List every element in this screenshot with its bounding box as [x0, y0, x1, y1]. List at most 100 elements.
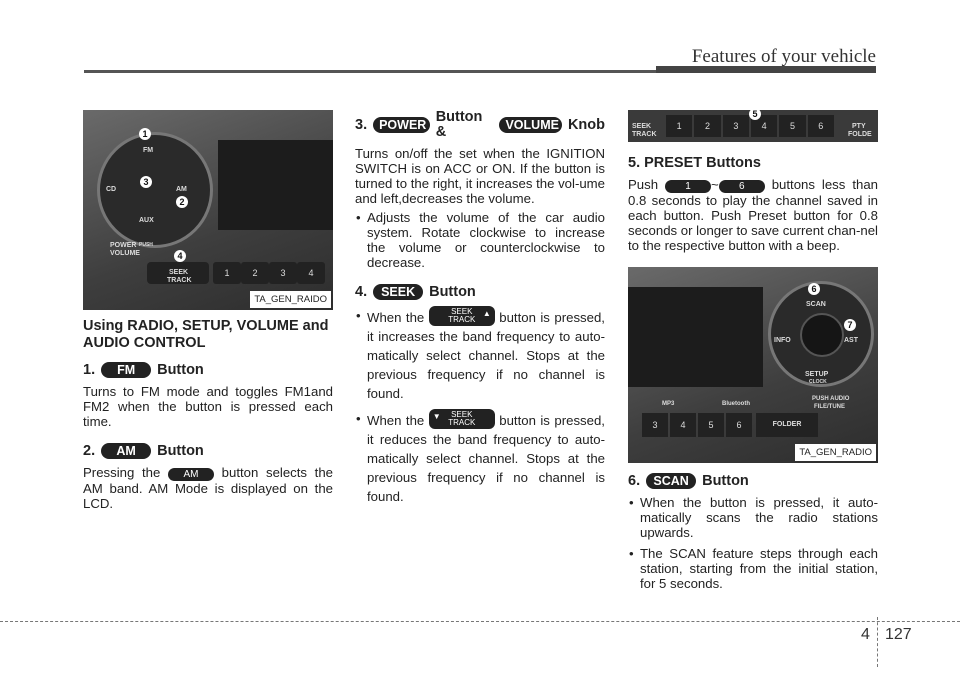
fm-heading-suffix: Button	[157, 361, 204, 378]
section-number: 4	[861, 626, 870, 643]
seek-up-line1: SEEK	[451, 307, 473, 316]
seek-up-line2: TRACK	[448, 315, 476, 324]
scan-badge: SCAN	[646, 473, 697, 489]
strip-presets: 1 2 3 4 5 6	[666, 115, 834, 137]
header-title: Features of your vehicle	[691, 46, 876, 67]
seek-down-line2: TRACK	[448, 418, 476, 427]
fm-label: FM	[143, 147, 154, 154]
preset-6-button: 6	[726, 413, 752, 437]
seek-heading: 4. SEEK Button	[355, 284, 605, 300]
seek-down-part-b: button is pressed, it reduces the band f…	[367, 413, 605, 504]
volume-label: VOLUME	[110, 250, 140, 257]
am-button-heading: 2. AM Button	[83, 443, 333, 459]
callout-1: 1	[139, 128, 151, 140]
scan-heading: 6. SCAN Button	[628, 473, 878, 489]
power-volume-heading: 3. POWER Button & VOLUME Knob	[355, 110, 605, 140]
preset-3-button: 3	[642, 413, 668, 437]
strip-preset-4: 4	[750, 115, 778, 137]
callout-6: 6	[808, 283, 820, 295]
strip-folder-label: FOLDE	[848, 131, 872, 138]
preset-desc-part-b: buttons less than 0.8 seconds to play th…	[628, 177, 878, 253]
callout-7: 7	[844, 319, 856, 331]
fm-button-heading: 1. FM Button	[83, 362, 333, 378]
scan-bullet-2: The SCAN feature steps through each stat…	[629, 546, 878, 591]
radio-photo-2: SCAN INFO AST SETUP CLOCK PUSH AUDIO FIL…	[628, 267, 878, 463]
preset-desc-part-a: Push	[628, 177, 659, 192]
seek-badge: SEEK	[373, 284, 424, 300]
volume-badge: VOLUME	[499, 117, 562, 133]
preset-5-button: 5	[698, 413, 724, 437]
chevron-up-icon: ▲	[482, 309, 491, 318]
control-dial	[97, 132, 213, 248]
preset-strip-photo: SEEK TRACK 1 2 3 4 5 6 PTY FOLDE 5	[628, 110, 878, 142]
preset-4-button: 4	[297, 262, 325, 284]
preset-1-button: 1	[213, 262, 241, 284]
strip-track-label: TRACK	[632, 131, 657, 138]
scan-bullets: When the button is pressed, it auto-mati…	[628, 495, 878, 591]
filetune-label: FILE/TUNE	[814, 404, 845, 410]
am-desc-part-b: button selects the AM band. AM Mode is d…	[83, 465, 334, 511]
seek-heading-number: 4.	[355, 283, 368, 300]
figure-caption-1: TA_GEN_RAIDO	[250, 291, 331, 308]
am-heading-suffix: Button	[157, 442, 204, 459]
preset-1-badge: 1	[665, 180, 712, 193]
seek-label: SEEK	[169, 269, 189, 276]
push-label: PUSH	[139, 242, 153, 248]
scan-label: SCAN	[806, 301, 826, 308]
cd-label: CD	[106, 186, 117, 193]
track-label: TRACK	[167, 277, 192, 284]
bluetooth-label: Bluetooth	[722, 401, 750, 407]
preset-3-button: 3	[269, 262, 297, 284]
power-bullets: Adjusts the volume of the car audio syst…	[355, 210, 605, 270]
preset-heading: 5. PRESET Buttons	[628, 155, 761, 171]
am-button-badge: AM	[101, 443, 152, 459]
preset-6-badge: 6	[718, 180, 765, 193]
setup-label: SETUP	[805, 371, 829, 378]
clock-label: CLOCK	[809, 379, 827, 385]
lcd-screen-2	[628, 287, 763, 387]
page-number-divider	[877, 617, 878, 667]
folder-button: FOLDER	[756, 413, 818, 437]
strip-pty-label: PTY	[852, 123, 866, 130]
seek-up-part-b: button is pressed, it increases the band…	[367, 310, 605, 401]
preset-description: Push 1~6 buttons less than 0.8 seconds t…	[628, 177, 878, 253]
preset-4-button: 4	[670, 413, 696, 437]
seek-track-button	[147, 262, 209, 284]
am-inline-badge: AM	[167, 468, 214, 481]
am-description: Pressing the AM button selects the AM ba…	[83, 465, 333, 511]
callout-2: 2	[176, 196, 188, 208]
strip-preset-6: 6	[807, 115, 834, 137]
section-heading: Using RADIO, SETUP, VOLUME and AUDIO CON…	[83, 318, 329, 351]
audio-label: PUSH AUDIO	[812, 396, 850, 402]
preset-tilde: ~	[711, 177, 719, 192]
am-heading-number: 2.	[83, 442, 96, 459]
column-left: FM AM CD AUX POWER PUSH VOLUME SEEK TRAC…	[83, 110, 333, 525]
power-heading-mid: Button &	[435, 109, 483, 140]
power-badge: POWER	[373, 117, 430, 133]
callout-4: 4	[174, 250, 186, 262]
seek-heading-suffix: Button	[429, 283, 476, 300]
am-label: AM	[176, 186, 187, 193]
am-desc-part-a: Pressing the	[83, 465, 161, 480]
strip-preset-1: 1	[666, 115, 693, 137]
preset-2-button: 2	[241, 262, 269, 284]
radio-photo-1: FM AM CD AUX POWER PUSH VOLUME SEEK TRAC…	[83, 110, 333, 310]
power-label: POWER	[110, 242, 137, 249]
header-rule	[84, 70, 876, 73]
page-number: 127	[885, 626, 912, 643]
ast-label: AST	[844, 337, 858, 344]
lcd-screen	[218, 140, 333, 230]
column-middle: 3. POWER Button & VOLUME Knob Turns on/o…	[355, 110, 605, 518]
power-heading-number: 3.	[355, 116, 368, 133]
presets-row: 3 4 5 6	[642, 413, 752, 437]
fm-description: Turns to FM mode and toggles FM1and FM2 …	[83, 384, 333, 429]
footer-rule	[0, 621, 960, 622]
scan-bullet-1: When the button is pressed, it auto-mati…	[629, 495, 878, 540]
scan-heading-number: 6.	[628, 472, 641, 489]
header-rule-thick	[656, 66, 876, 73]
